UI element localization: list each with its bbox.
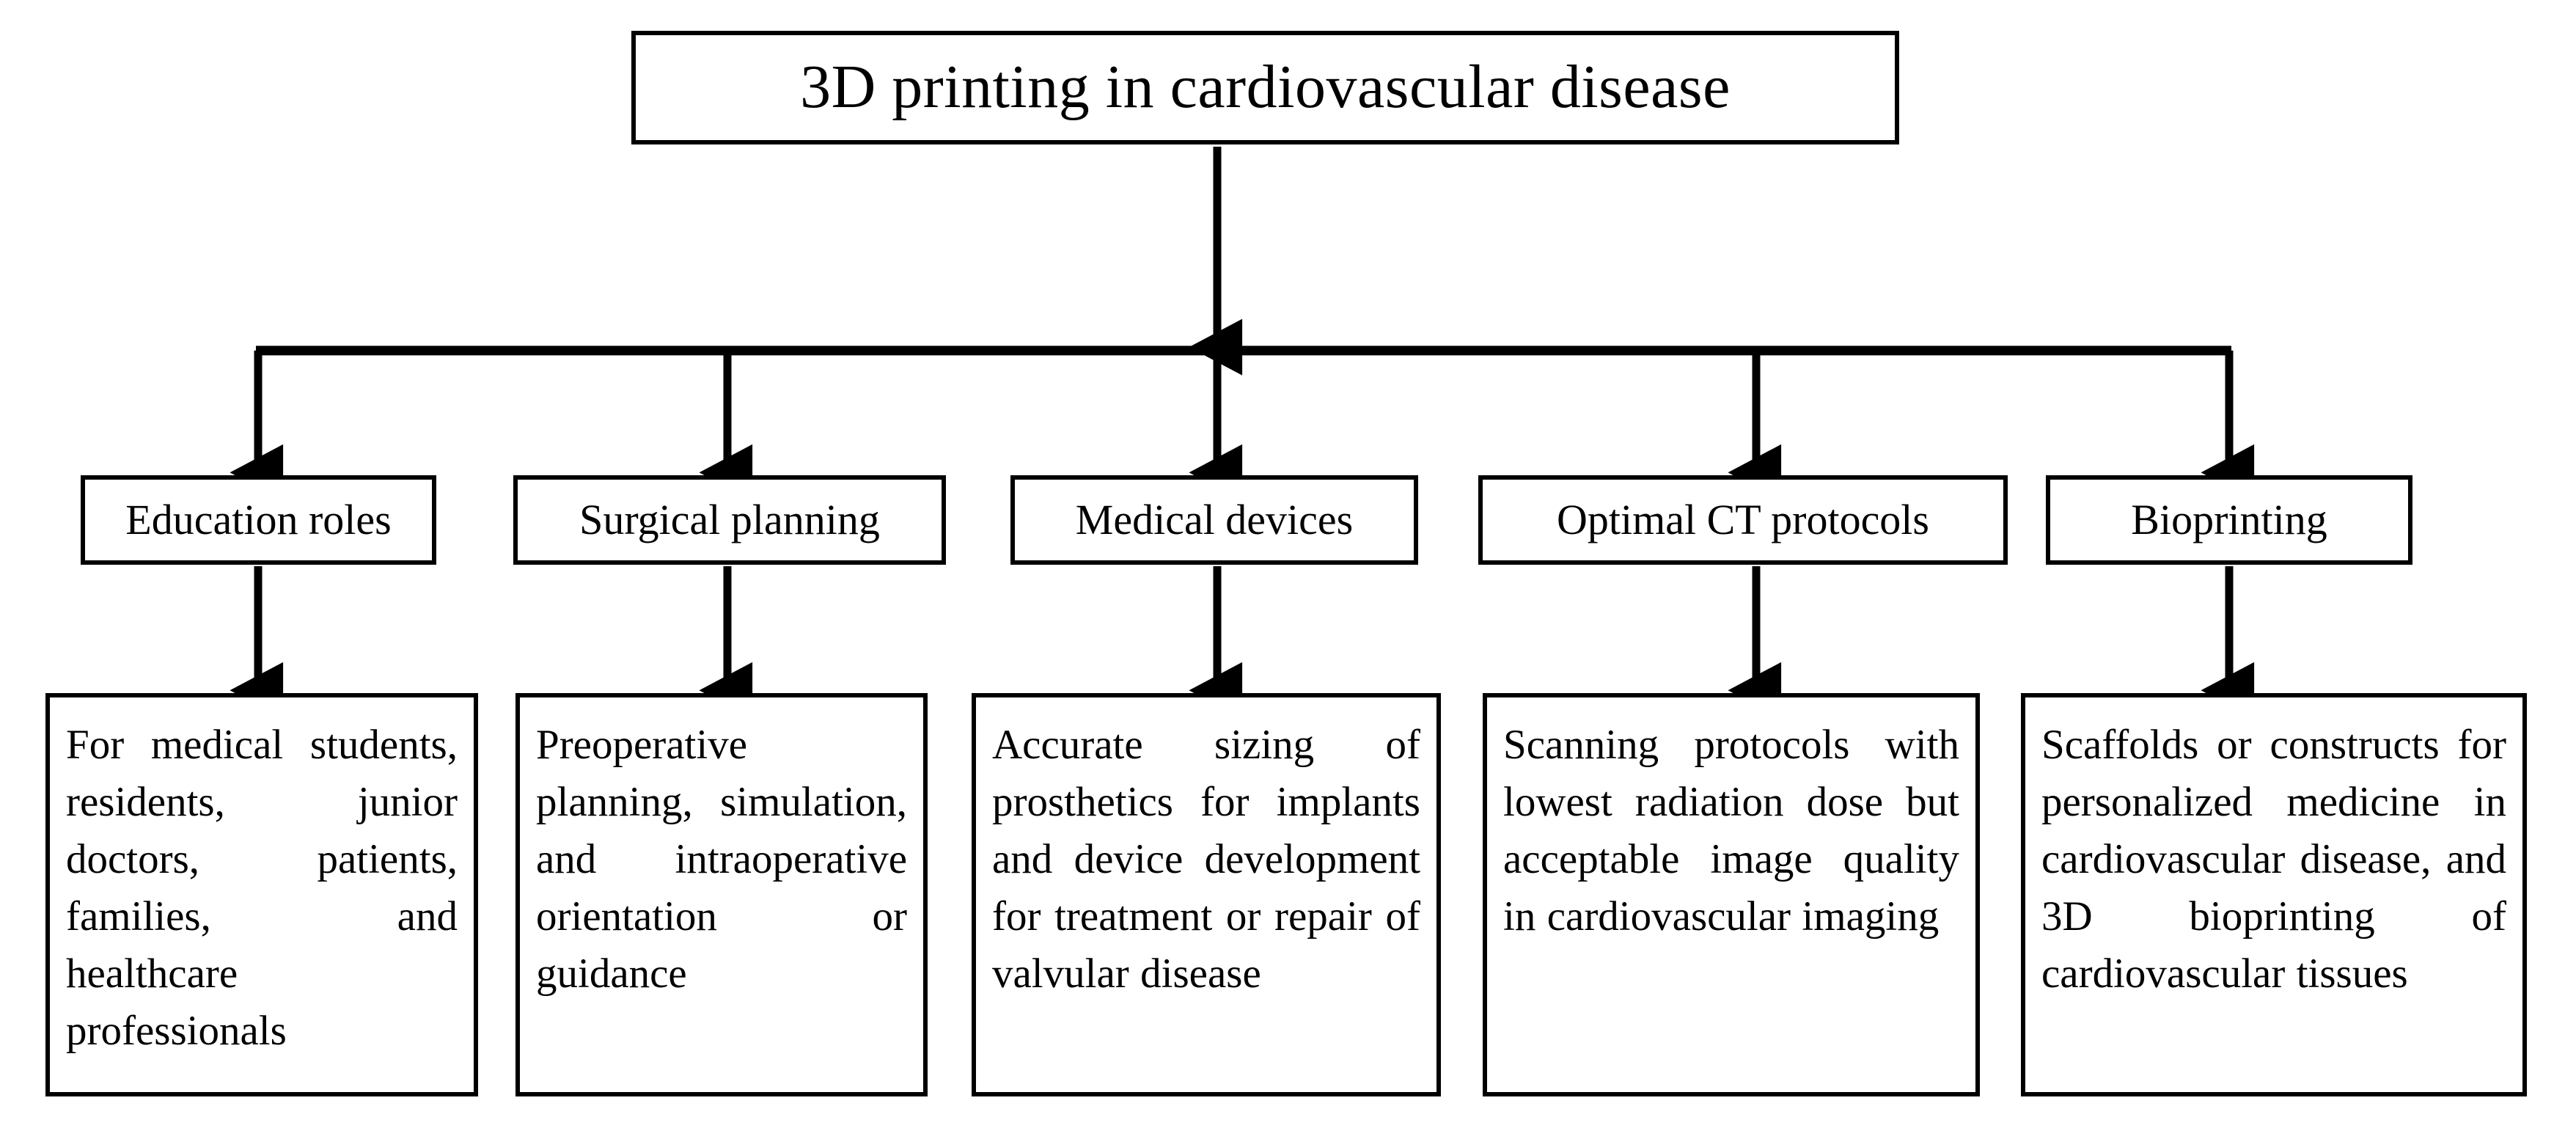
category-node-label: Optimal CT protocols (1556, 495, 1929, 543)
detail-node-label: Scanning protocols with lowest radiation… (1503, 722, 1959, 940)
detail-node-medical-devices[interactable]: Accurate sizing of prosthetics for impla… (972, 693, 1441, 1096)
detail-node-label: Preoperative planning, simulation, and i… (536, 722, 907, 997)
category-node-label: Bioprinting (2131, 495, 2327, 543)
category-node-surgical-planning[interactable]: Surgical planning (513, 475, 946, 565)
category-node-label: Education roles (125, 495, 392, 543)
category-node-bioprinting[interactable]: Bioprinting (2046, 475, 2412, 565)
root-node[interactable]: 3D printing in cardiovascular disease (631, 31, 1899, 144)
detail-node-label: Scaffolds or constructs for personalized… (2041, 722, 2506, 997)
category-node-label: Surgical planning (579, 495, 880, 543)
detail-node-label: For medical students, residents, junior … (66, 722, 458, 1055)
detail-node-bioprinting[interactable]: Scaffolds or constructs for personalized… (2021, 693, 2527, 1096)
detail-node-optimal-ct-protocols[interactable]: Scanning protocols with lowest radiation… (1483, 693, 1980, 1096)
detail-node-surgical-planning[interactable]: Preoperative planning, simulation, and i… (515, 693, 928, 1096)
detail-node-label: Accurate sizing of prosthetics for impla… (992, 722, 1420, 997)
category-node-education-roles[interactable]: Education roles (81, 475, 436, 565)
root-node-label: 3D printing in cardiovascular disease (800, 53, 1731, 122)
category-node-optimal-ct-protocols[interactable]: Optimal CT protocols (1478, 475, 2008, 565)
detail-node-education-roles[interactable]: For medical students, residents, junior … (45, 693, 478, 1096)
category-node-label: Medical devices (1075, 495, 1354, 543)
category-node-medical-devices[interactable]: Medical devices (1010, 475, 1418, 565)
